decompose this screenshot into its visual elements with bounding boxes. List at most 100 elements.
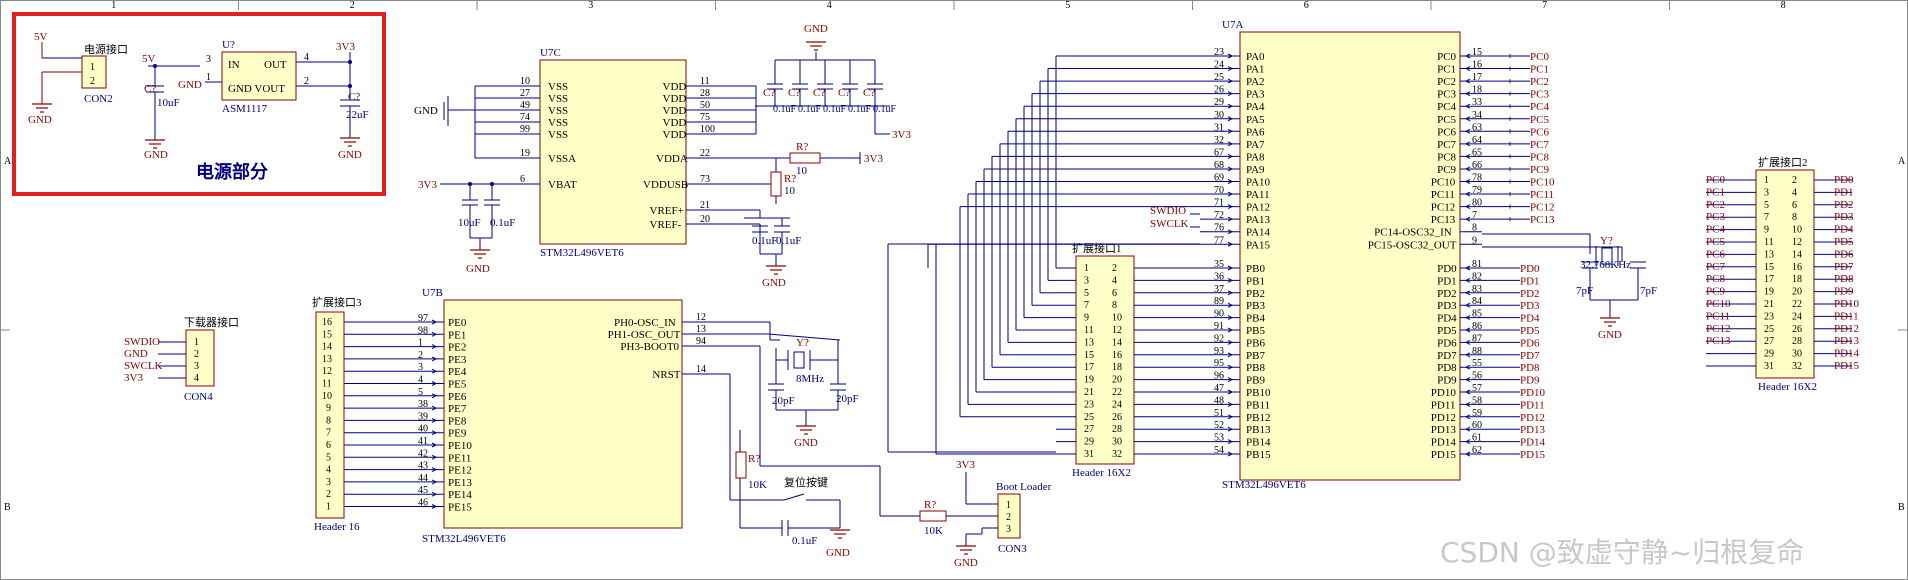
u7a-net-label: PD2 xyxy=(1520,288,1540,300)
u7a-pin-name: PA11 xyxy=(1246,189,1270,201)
u7a-pin-name: PB9 xyxy=(1246,375,1265,387)
u7a-net-label: PC0 xyxy=(1530,51,1549,63)
u7c-pin-name: VREF- xyxy=(650,219,682,231)
header16x2-a-pin: 15 xyxy=(1084,350,1094,361)
header16x2-b-pin: 2 xyxy=(1792,175,1797,186)
header16x2-b-pin: 15 xyxy=(1764,262,1774,273)
u7a-net-label: PC13 xyxy=(1530,214,1555,226)
header16-body xyxy=(315,311,345,519)
u7a-ref: U7A xyxy=(1222,19,1243,31)
con4-pin-num: 2 xyxy=(194,349,199,360)
u7a-pin-num: 8 xyxy=(1472,223,1477,234)
decap-value: 0.1uF xyxy=(848,104,872,115)
u7c-pin-name: VDDUSB xyxy=(643,179,688,191)
u7a-pin-name: PD12 xyxy=(1431,412,1456,424)
u7a-pin-num: 17 xyxy=(1472,72,1482,83)
reg-pin-1: 1 xyxy=(206,72,211,83)
border-row-label: A xyxy=(4,156,12,167)
u7c-chip xyxy=(539,59,687,245)
u7c-pin-name: VDD xyxy=(663,105,687,117)
u7b-pin-name: PH3-BOOT0 xyxy=(620,341,679,353)
u7b-pin-name: PE15 xyxy=(448,502,472,514)
header16x2-b-right-net: PD5 xyxy=(1834,236,1854,248)
header16x2-a-pin: 9 xyxy=(1084,313,1089,324)
u7a-pin-num: 34 xyxy=(1472,110,1482,121)
u7a-net-label: PC11 xyxy=(1530,189,1554,201)
reset-button-label: 复位按键 xyxy=(784,475,828,489)
u7a-pin-name: PD15 xyxy=(1431,449,1457,461)
header16x2-b-pin: 32 xyxy=(1792,361,1802,372)
lse-crystal-val: 32.768KHz xyxy=(1580,259,1631,271)
u7a-net-label: PD5 xyxy=(1520,325,1540,337)
u7a-pin-name: PC13 xyxy=(1431,214,1456,226)
u7b-pin-num: 40 xyxy=(418,424,428,435)
reg-gnd-vout: GND VOUT xyxy=(228,83,285,95)
u7a-pin-name: PD0 xyxy=(1437,263,1457,275)
header16-pin: 6 xyxy=(326,440,331,451)
u7b-pin-name: PE9 xyxy=(448,428,467,440)
power-connector-label: 电源接口 xyxy=(84,42,128,56)
u7a-net-label: PC4 xyxy=(1530,101,1549,113)
border-col-label: 4 xyxy=(827,0,832,11)
header16x2-a-pin: 17 xyxy=(1084,362,1094,373)
u7a-pin-num: 79 xyxy=(1472,185,1482,196)
u7a-pin-num: 89 xyxy=(1214,296,1224,307)
header16x2-b-left-net: PC7 xyxy=(1706,261,1725,273)
u7c-pin-name: VSS xyxy=(548,93,568,105)
header16x2-a-pin: 10 xyxy=(1112,313,1122,324)
u7a-pin-num: 88 xyxy=(1472,346,1482,357)
svg-text:GND: GND xyxy=(338,149,362,161)
u7c-gnd-label: GND xyxy=(414,105,438,117)
u7a-pin-name: PA4 xyxy=(1246,101,1265,113)
decap-ref: C? xyxy=(863,87,875,99)
con4-pin-num: 4 xyxy=(194,373,199,384)
header16x2-b-pin: 11 xyxy=(1764,237,1774,248)
header16x2-b-pin: 16 xyxy=(1792,262,1802,273)
header16-pin: 13 xyxy=(322,354,332,365)
u7b-pin-name: PE3 xyxy=(448,354,467,366)
u7b-pin-num: 14 xyxy=(696,364,706,375)
net-5v-label: 5V xyxy=(34,31,48,43)
u7b-pin-name: PE6 xyxy=(448,391,467,403)
u7c-pin-name: VDD xyxy=(663,93,687,105)
u7b-pin-name: PE10 xyxy=(448,440,472,452)
u7a-pin-num: 87 xyxy=(1472,333,1482,344)
u7a-pin-num: 64 xyxy=(1472,135,1482,146)
u7c-pin-name: VREF+ xyxy=(650,205,684,217)
svg-text:GND: GND xyxy=(762,277,786,289)
border-col-label: 7 xyxy=(1542,0,1547,11)
u7a-pin-name: PC1 xyxy=(1437,64,1456,76)
u7a-pin-num: 33 xyxy=(1472,97,1482,108)
u7a-net-label: PC6 xyxy=(1530,126,1549,138)
u7a-pin-num: 86 xyxy=(1472,321,1482,332)
u7a-pin-name: PB10 xyxy=(1246,387,1271,399)
u7a-net-label: PD9 xyxy=(1520,375,1540,387)
u7a-pin-name: PD6 xyxy=(1437,337,1457,349)
u7a-pin-num: 61 xyxy=(1472,433,1482,444)
u7a-pin-name: PC12 xyxy=(1431,202,1455,214)
header16-pin: 15 xyxy=(322,329,332,340)
header16x2-b-left-net: PC4 xyxy=(1706,224,1725,236)
decap-3v3-net: 3V3 xyxy=(892,129,911,141)
border-row-label: A xyxy=(1898,156,1906,167)
header16-pin: 4 xyxy=(326,465,331,476)
header16x2-b-left-net: PC3 xyxy=(1706,211,1725,223)
u7a-pin-num: 76 xyxy=(1214,223,1224,234)
u7a-pin-name: PB14 xyxy=(1246,437,1271,449)
border-col-label: 3 xyxy=(588,0,593,11)
reg-out: OUT xyxy=(264,59,287,71)
u7a-bus-wires xyxy=(887,55,1200,455)
header16x2-b-pin: 31 xyxy=(1764,361,1774,372)
u7a-pin-num: 93 xyxy=(1214,346,1224,357)
header16x2-b-pin: 21 xyxy=(1764,299,1774,310)
con4-ref: CON4 xyxy=(184,391,213,403)
u7a-pin-name: PC9 xyxy=(1437,164,1456,176)
u7a-pin-num: 32 xyxy=(1214,135,1224,146)
header16x2-b-pin: 5 xyxy=(1764,200,1769,211)
header16x2-b-right-net: PD3 xyxy=(1834,211,1854,223)
header16x2-b-left-net: PC1 xyxy=(1706,186,1725,198)
u7a-net-label: PC10 xyxy=(1530,177,1555,189)
